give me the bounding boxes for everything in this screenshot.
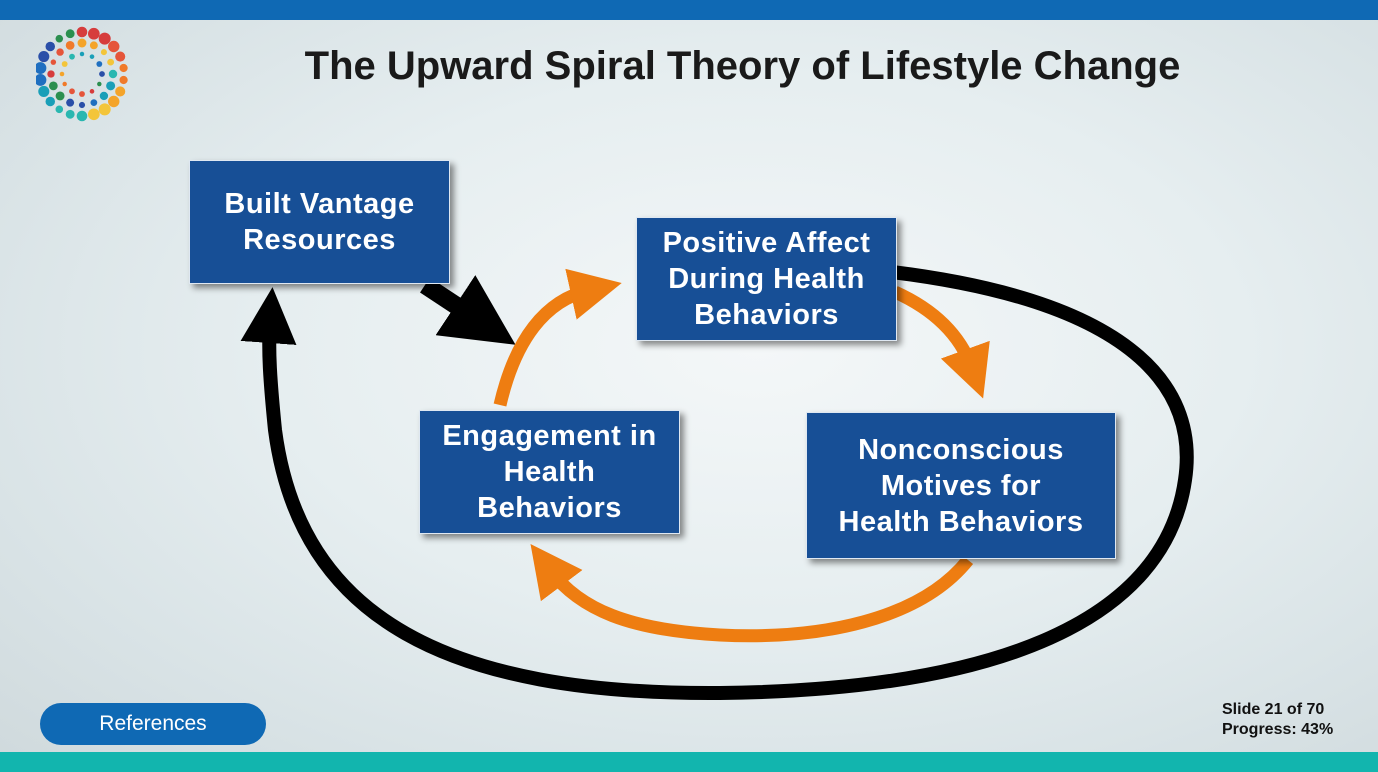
logo-dot [59, 71, 65, 77]
logo-dot [78, 101, 86, 109]
logo-dot [89, 41, 98, 50]
orange-arrow-bottom [530, 544, 974, 643]
logo-dot [115, 51, 126, 62]
logo-dot [108, 95, 120, 108]
top-bar [0, 0, 1378, 20]
logo-dot [108, 40, 120, 53]
logo-dot [38, 51, 50, 63]
logo-dot [87, 108, 100, 121]
logo-dot [98, 103, 111, 116]
logo-dot [55, 34, 64, 43]
logo-dot [90, 99, 98, 106]
logo-dot [66, 98, 75, 107]
slide-counter: Slide 21 of 70 [1222, 701, 1325, 718]
logo-dot [49, 81, 58, 91]
logo-dot [36, 62, 47, 74]
progress-text: Progress: 43% [1222, 721, 1334, 738]
references-button[interactable]: References [40, 703, 266, 745]
logo-dot [76, 110, 88, 122]
logo-dot [77, 38, 87, 48]
box-label: Positive Affect During Health Behaviors [662, 227, 871, 331]
slide-title: The Upward Spiral Theory of Lifestyle Ch… [304, 44, 1181, 88]
box-built-vantage-resources: Built Vantage Resources [189, 160, 450, 284]
bottom-bar [0, 752, 1378, 772]
box-nonconscious-motives: Nonconscious Motives for Health Behavior… [806, 412, 1116, 559]
logo-dot [99, 91, 109, 101]
black-loop-arrow [240, 265, 1194, 701]
logo-dot [98, 32, 111, 45]
logo-dot [65, 40, 75, 50]
logo-dot [96, 61, 103, 67]
box-engagement: Engagement in Health Behaviors [419, 410, 680, 534]
logo-dot [65, 29, 75, 39]
logo-dot [107, 58, 115, 66]
logo-dot [100, 49, 107, 56]
logo-dot [97, 81, 102, 87]
box-label: Nonconscious Motives for Health Behavior… [838, 433, 1084, 538]
logo-dot [108, 69, 118, 79]
logo-dot [56, 48, 64, 56]
logo-dot [119, 75, 128, 85]
logo-dot [50, 59, 57, 65]
logo-dot [106, 81, 116, 91]
logo-dot [47, 70, 55, 78]
box-label: Engagement in Health Behaviors [442, 420, 657, 524]
logo-dot [38, 85, 50, 97]
box-label: Built Vantage Resources [224, 188, 415, 256]
logo-dot [79, 91, 85, 97]
logo-dot [89, 89, 95, 94]
logo-dot [36, 74, 47, 86]
logo-dot [61, 61, 68, 67]
slide-status: Slide 21 of 70 Progress: 43% [1222, 700, 1333, 740]
logo-dot [62, 81, 67, 87]
logo-dot [119, 63, 128, 73]
logo-dot [65, 109, 75, 119]
logo-dot [69, 53, 75, 60]
logo-dot [87, 27, 100, 40]
logo-dot [55, 105, 64, 114]
orange-arrow-up [493, 268, 622, 407]
logo-dot [79, 51, 85, 57]
orange-arrow-down [892, 286, 990, 399]
logo-dot [115, 86, 126, 97]
black-short-arrow [420, 275, 516, 345]
box-positive-affect: Positive Affect During Health Behaviors [636, 217, 897, 341]
logo-dot [99, 71, 105, 77]
logo-dot [55, 91, 65, 101]
logo-icon [36, 26, 128, 122]
logo-dot [76, 26, 88, 38]
logo-dot [89, 54, 95, 59]
logo-dot [45, 41, 56, 52]
logo-dot [45, 96, 56, 107]
logo-dot [69, 88, 75, 95]
